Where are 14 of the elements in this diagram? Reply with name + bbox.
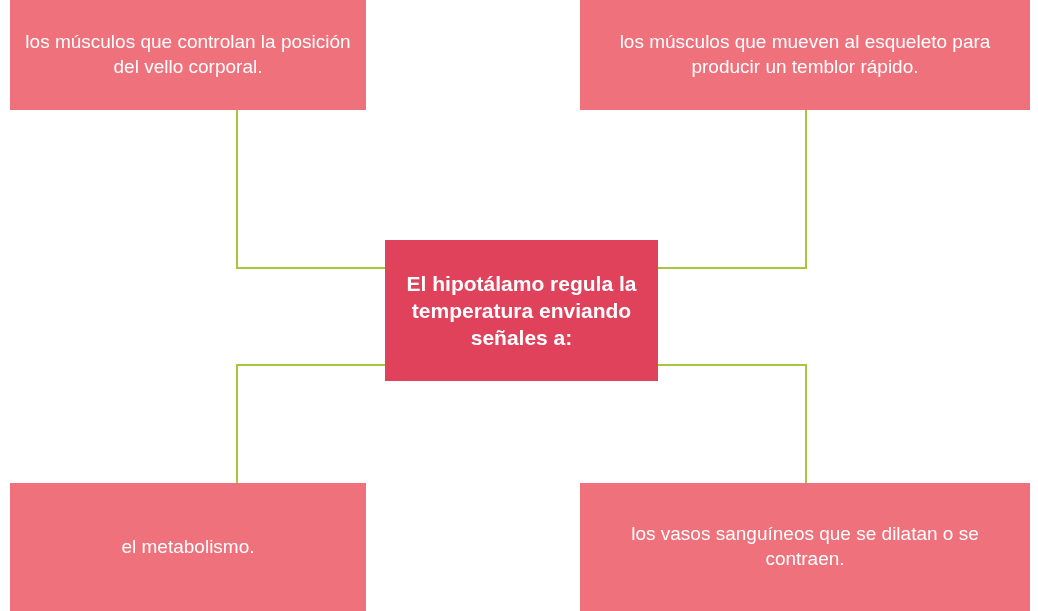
box-text: los vasos sanguíneos que se dilatan o se contraen. xyxy=(630,522,980,571)
central-concept-box xyxy=(385,240,658,381)
box-text: los músculos que controlan la posición del vello corporal. xyxy=(24,30,352,79)
connector-line xyxy=(236,364,386,484)
concept-box xyxy=(580,0,1030,110)
connector-line xyxy=(657,364,807,484)
box-text: El hipotálamo regula la temperatura enviando señales a: xyxy=(405,270,638,352)
concept-box xyxy=(10,483,366,611)
box-text: los músculos que mueven al esqueleto para producir un temblor rápido. xyxy=(618,30,992,79)
concept-box xyxy=(580,483,1030,611)
concept-box xyxy=(10,0,366,110)
connector-line xyxy=(657,109,807,269)
box-text: el metabolismo. xyxy=(121,534,255,559)
connector-line xyxy=(236,109,386,269)
